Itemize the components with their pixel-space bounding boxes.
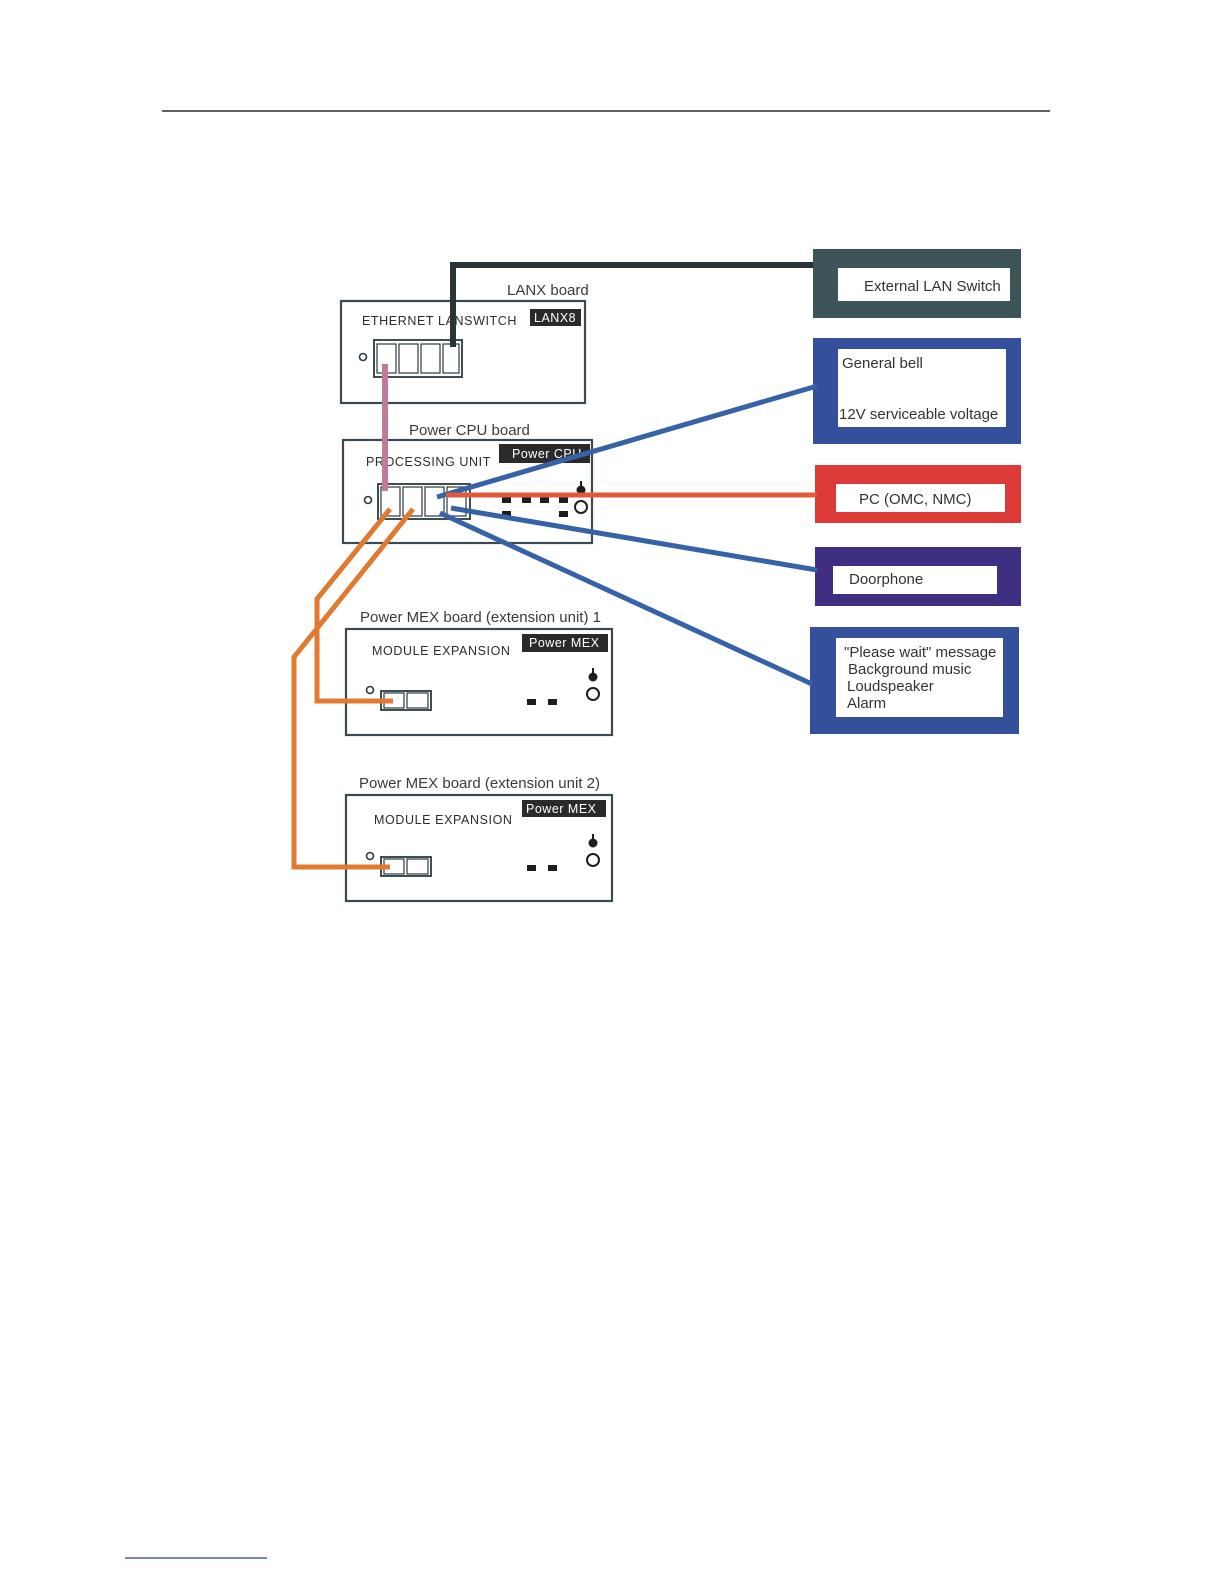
cpu-port <box>424 486 445 517</box>
board-tag-bg <box>522 634 608 652</box>
indicator-mark <box>527 699 536 705</box>
power-switch-icon <box>586 834 600 867</box>
device-pc: PC (OMC, NMC) <box>815 465 1021 523</box>
device-label-panel <box>836 484 1005 512</box>
device-label-panel <box>838 349 1006 427</box>
device-label-panel <box>833 566 997 594</box>
device-external-lan-switch: External LAN Switch <box>813 249 1021 318</box>
lan-port <box>398 343 419 374</box>
device-sublabel: 12V serviceable voltage <box>839 406 998 423</box>
cable-cpu-to-mex1 <box>314 507 393 704</box>
device-label-panel <box>838 268 1010 301</box>
device-label-line-3: Loudspeaker <box>847 678 934 695</box>
indicator-mark <box>502 497 511 503</box>
indicator-mark <box>502 511 511 517</box>
board-led <box>365 685 375 695</box>
power-switch-icon <box>586 668 600 701</box>
device-label-panel <box>836 638 1003 717</box>
cable-cpu-to-mex2 <box>291 507 415 870</box>
board-tag-bg <box>530 309 581 326</box>
power-switch-icon <box>574 481 588 514</box>
indicator-mark <box>527 865 536 871</box>
board-panel-label: MODULE EXPANSION <box>372 644 511 658</box>
board-led <box>365 851 375 861</box>
board-panel-label: MODULE EXPANSION <box>374 813 513 827</box>
indicator-mark <box>540 497 549 503</box>
mex1-board: MODULE EXPANSION Power MEX <box>344 627 614 737</box>
cable-lan-switch <box>450 262 813 347</box>
device-label: PC (OMC, NMC) <box>859 491 972 508</box>
cable-cpu-to-audio <box>438 510 814 687</box>
board-panel-label: ETHERNET LANSWITCH <box>362 314 517 328</box>
cpu-board-label: Power CPU board <box>409 422 530 439</box>
board-tag: LANX8 <box>534 311 576 325</box>
cpu-port <box>446 486 467 517</box>
lanx-board-label: LANX board <box>507 282 589 299</box>
indicator-mark <box>548 865 557 871</box>
board-tag: Power MEX <box>526 802 597 816</box>
indicator-mark <box>548 699 557 705</box>
mex-port <box>406 858 429 875</box>
cable-cpu-to-doorphone <box>450 505 818 573</box>
cable-cpu-to-bell <box>436 383 818 500</box>
board-tag-bg <box>522 800 606 817</box>
device-doorphone: Doorphone <box>815 547 1021 606</box>
device-audio-outputs: "Please wait" message Background music L… <box>810 627 1019 734</box>
cpu-port <box>377 483 471 520</box>
cpu-port-block <box>377 483 471 520</box>
mex2-board-label: Power MEX board (extension unit 2) <box>359 775 600 792</box>
cpu-port <box>380 486 401 517</box>
mex1-port-block <box>380 690 432 711</box>
device-label: External LAN Switch <box>864 278 1001 295</box>
cpu-indicator-marks <box>502 497 568 517</box>
indicator-mark <box>559 497 568 503</box>
device-label-line-2: Background music <box>848 661 972 678</box>
board-led <box>358 352 368 362</box>
lanx-board: ETHERNET LANSWITCH LANX8 <box>339 299 587 405</box>
mex2-port-block <box>380 856 432 877</box>
board-led <box>363 495 373 505</box>
device-label-line-4: Alarm <box>847 695 886 712</box>
indicator-mark <box>522 497 531 503</box>
lan-port <box>420 343 441 374</box>
lanx-port-block <box>373 339 463 378</box>
device-general-bell: General bell 12V serviceable voltage <box>813 338 1021 444</box>
device-label: General bell <box>842 355 923 372</box>
mex-port <box>406 692 429 709</box>
device-label: Doorphone <box>849 571 923 588</box>
mex2-board: MODULE EXPANSION Power MEX <box>344 793 614 903</box>
board-tag: Power MEX <box>529 636 600 650</box>
mex1-board-label: Power MEX board (extension unit) 1 <box>360 609 601 626</box>
cpu-port <box>402 486 423 517</box>
indicator-mark <box>559 511 568 517</box>
device-label-line-1: "Please wait" message <box>844 644 996 661</box>
board-panel-label: PROCESSING UNIT <box>366 455 491 469</box>
